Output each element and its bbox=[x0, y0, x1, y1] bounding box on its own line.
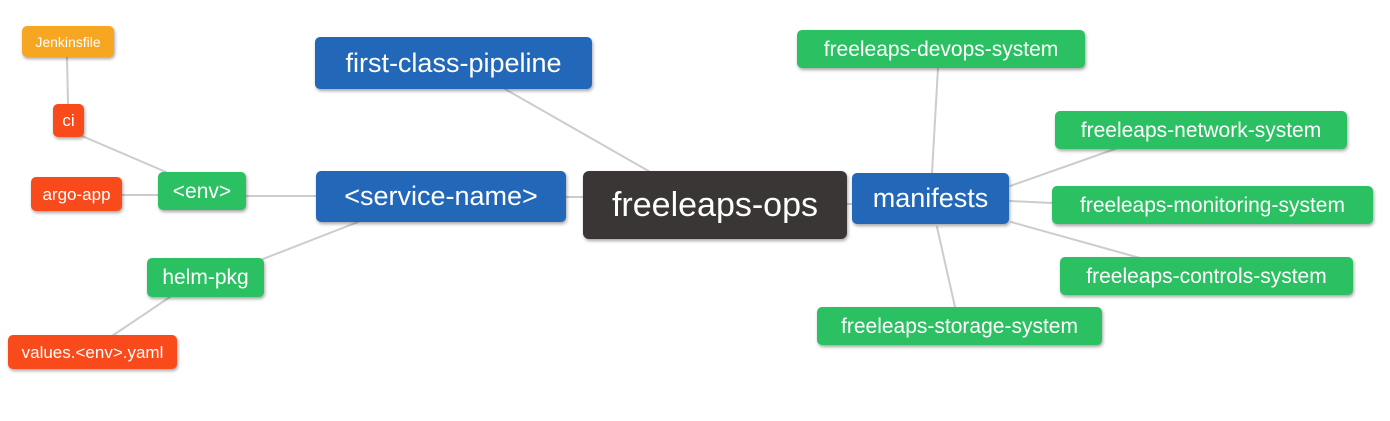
edge-helm-pkg-values bbox=[111, 296, 171, 337]
node-freeleaps-ops-root[interactable]: freeleaps-ops bbox=[583, 171, 847, 239]
node-freeleaps-storage-system[interactable]: freeleaps-storage-system bbox=[817, 307, 1102, 345]
edge-manifests-storage bbox=[936, 226, 956, 308]
node-ci[interactable]: ci bbox=[53, 104, 84, 137]
node-service-name[interactable]: <service-name> bbox=[316, 171, 566, 222]
edge-manifests-devops bbox=[931, 67, 939, 174]
node-first-class-pipeline[interactable]: first-class-pipeline bbox=[315, 37, 592, 89]
node-argo-app[interactable]: argo-app bbox=[31, 177, 122, 211]
edge-pipeline-root bbox=[504, 88, 653, 174]
edge-ci-env bbox=[81, 135, 167, 173]
node-freeleaps-monitoring-system[interactable]: freeleaps-monitoring-system bbox=[1052, 186, 1373, 224]
node-env[interactable]: <env> bbox=[158, 172, 246, 210]
node-freeleaps-controls-system[interactable]: freeleaps-controls-system bbox=[1060, 257, 1353, 295]
edge-manifests-controls bbox=[1010, 221, 1141, 259]
edge-service-name-helm-pkg bbox=[262, 221, 359, 260]
edge-manifests-network bbox=[1009, 148, 1116, 187]
node-freeleaps-devops-system[interactable]: freeleaps-devops-system bbox=[797, 30, 1085, 68]
node-manifests[interactable]: manifests bbox=[852, 173, 1009, 224]
node-helm-pkg[interactable]: helm-pkg bbox=[147, 258, 264, 297]
node-jenkinsfile[interactable]: Jenkinsfile bbox=[22, 26, 114, 57]
node-values-env-yaml[interactable]: values.<env>.yaml bbox=[8, 335, 177, 369]
edge-jenkinsfile-ci bbox=[66, 56, 69, 105]
node-freeleaps-network-system[interactable]: freeleaps-network-system bbox=[1055, 111, 1347, 149]
edge-manifests-monitoring bbox=[1009, 200, 1053, 204]
